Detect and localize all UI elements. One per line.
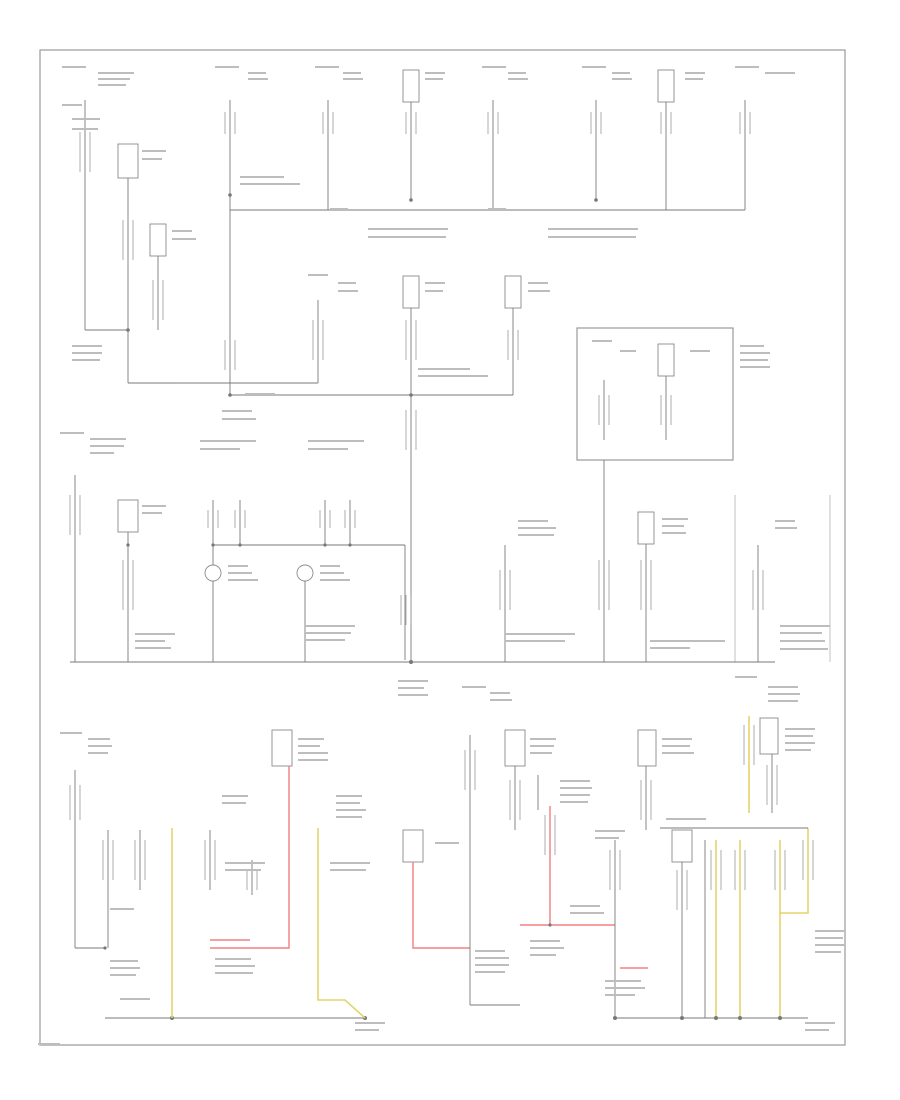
component-box xyxy=(637,729,657,767)
top-row-wires xyxy=(84,100,746,383)
second-row-wires xyxy=(128,300,519,660)
component-box xyxy=(149,223,167,257)
component-box xyxy=(671,829,693,863)
top-row-pins xyxy=(79,112,751,320)
component-box xyxy=(402,275,420,309)
middle-row-wires xyxy=(69,460,831,664)
lamp-right xyxy=(296,564,314,582)
highlighted-wires xyxy=(171,716,809,1019)
component-box xyxy=(271,729,293,767)
component-box xyxy=(759,717,779,755)
second-row-components xyxy=(402,275,522,309)
component-box xyxy=(657,343,675,377)
component-box xyxy=(637,511,655,545)
component-box xyxy=(117,499,139,533)
lamp-left xyxy=(204,564,222,582)
bottom-row-components xyxy=(271,717,779,863)
component-box xyxy=(402,69,420,103)
component-box xyxy=(504,275,522,309)
label-placeholders xyxy=(38,66,845,1045)
component-box xyxy=(117,143,139,179)
bottom-right-wires xyxy=(464,725,814,1020)
bottom-left-wires xyxy=(69,770,367,1020)
component-box xyxy=(657,69,675,103)
right-inset-group xyxy=(576,327,734,461)
component-box xyxy=(504,729,526,767)
top-row-components xyxy=(117,69,675,257)
diagram-frame xyxy=(39,49,846,1046)
middle-row-components xyxy=(117,499,655,582)
component-box xyxy=(402,829,424,863)
